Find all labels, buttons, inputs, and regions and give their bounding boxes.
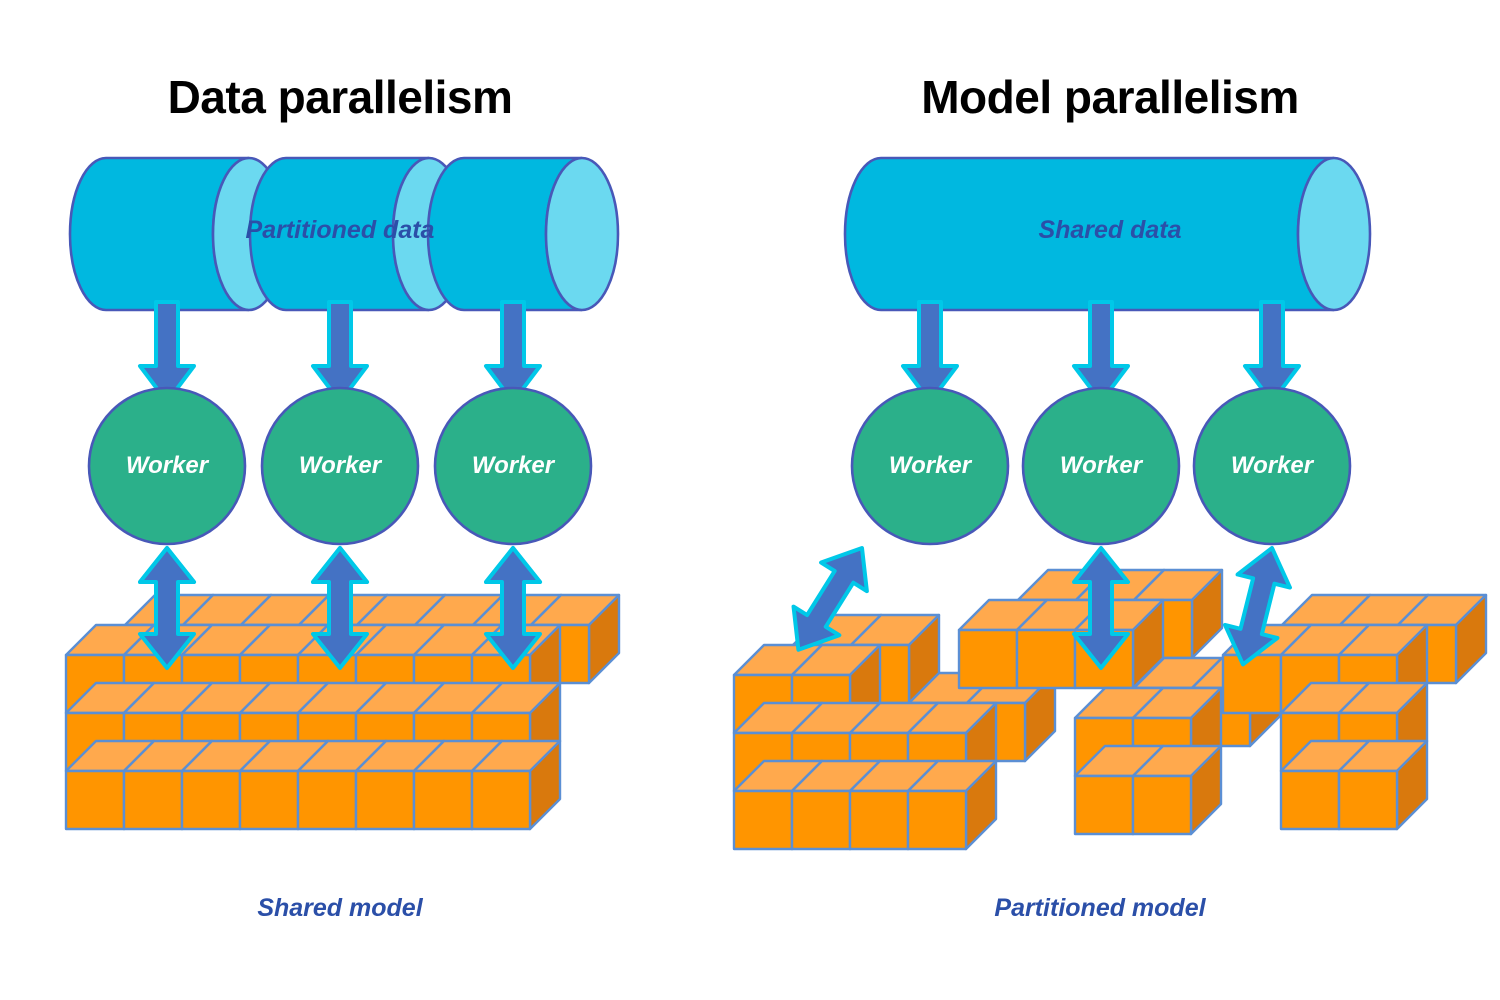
worker-node-icon-left-3[interactable]	[433, 386, 593, 546]
worker-node-icon-right-3[interactable]	[1192, 386, 1352, 546]
partitioned-model-label: Partitioned model	[994, 894, 1206, 922]
page-title-model-parallelism: Model parallelism	[921, 71, 1299, 123]
shared-data-cylinder[interactable]	[843, 156, 1372, 312]
worker-node-icon-left-1[interactable]	[87, 386, 247, 546]
database-cylinder-icon-shared	[843, 156, 1372, 312]
worker-node-icon-left-2[interactable]	[260, 386, 420, 546]
partitioned-data-label: Partitioned data	[245, 216, 435, 244]
database-cylinder-icon-3	[426, 156, 620, 312]
shared-data-label: Shared data	[1038, 216, 1182, 244]
shared-model-label: Shared model	[257, 894, 423, 922]
worker-node-icon-right-2[interactable]	[1021, 386, 1181, 546]
worker-node-icon-right-1[interactable]	[850, 386, 1010, 546]
page-title-data-parallelism: Data parallelism	[167, 71, 513, 123]
partitioned-data-cylinders[interactable]	[68, 156, 620, 312]
